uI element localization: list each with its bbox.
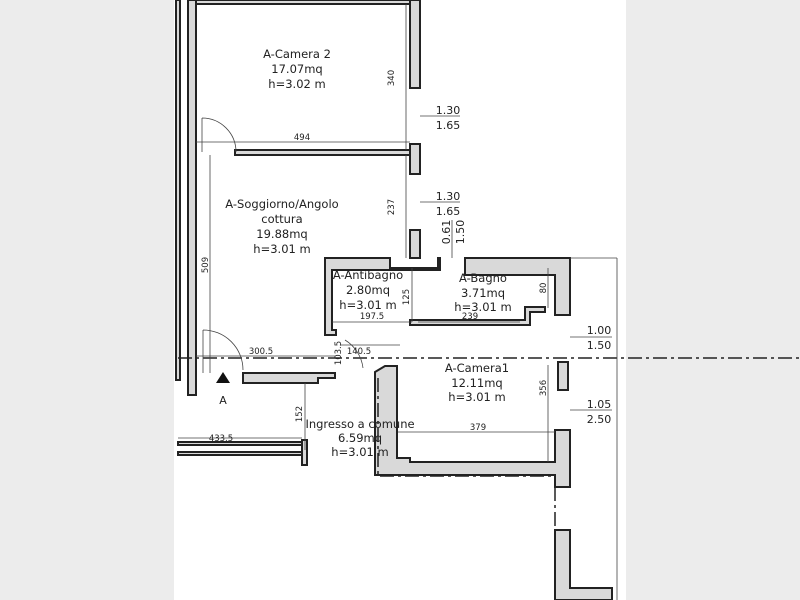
dim-356: 356: [539, 380, 549, 396]
room-name-line2: cottura: [261, 212, 302, 226]
dim-300-5: 300.5: [249, 347, 273, 357]
right-margin: [626, 0, 800, 600]
room-height: h=3.01 m: [331, 445, 388, 459]
dim-197-5: 197.5: [360, 312, 384, 322]
dim-494: 494: [294, 133, 310, 143]
room-height: h=3.01 m: [448, 390, 505, 404]
window-label: 1.30 1.65: [436, 104, 461, 132]
svg-text:1.50: 1.50: [454, 220, 467, 245]
dim-152: 152: [295, 406, 305, 422]
room-area: 17.07mq: [271, 62, 322, 76]
dim-379: 379: [470, 423, 486, 433]
dim-237: 237: [387, 199, 397, 215]
dim-80: 80: [539, 283, 549, 294]
svg-text:1.65: 1.65: [436, 205, 461, 218]
door-arc: [201, 117, 237, 153]
room-name: A-Bagno: [459, 271, 507, 285]
room-height: h=3.02 m: [268, 77, 325, 91]
svg-text:0.61: 0.61: [440, 220, 453, 245]
left-margin: [0, 0, 174, 600]
svg-text:2.50: 2.50: [587, 413, 612, 426]
window-label: 0.61 1.50: [440, 220, 467, 245]
dim-239: 239: [462, 312, 478, 322]
room-ingresso: Ingresso a comune 6.59mq h=3.01 m: [305, 417, 414, 459]
svg-text:1.65: 1.65: [436, 119, 461, 132]
room-bagno: A-Bagno 3.71mq h=3.01 m: [454, 271, 511, 314]
dim-340: 340: [387, 70, 397, 86]
room-name: A-Camera1: [445, 361, 509, 375]
room-name: A-Camera 2: [263, 47, 331, 61]
room-antibagno: A-Antibagno 2.80mq h=3.01 m: [333, 268, 403, 312]
window-label: 1.30 1.65: [436, 190, 461, 218]
boundary-line: [377, 378, 556, 600]
room-camera1: A-Camera1 12.11mq h=3.01 m: [445, 361, 509, 404]
svg-text:1.05: 1.05: [587, 398, 612, 411]
room-name: A-Soggiorno/Angolo: [225, 197, 338, 211]
dimension-labels: 340 494 237 509 125 197.5 239 80 300.5 1…: [201, 70, 549, 444]
walls: [175, 0, 613, 600]
svg-text:1.00: 1.00: [587, 324, 612, 337]
door-arc: [344, 339, 364, 369]
room-name: Ingresso a comune: [305, 417, 414, 431]
room-height: h=3.01 m: [253, 242, 310, 256]
window-label: 1.05 2.50: [587, 398, 612, 426]
room-soggiorno: A-Soggiorno/Angolo cottura 19.88mq h=3.0…: [225, 197, 338, 256]
room-camera2: A-Camera 2 17.07mq h=3.02 m: [263, 47, 331, 91]
section-arrow-icon: [216, 372, 230, 383]
room-area: 19.88mq: [256, 227, 307, 241]
dim-103-5: 103.5: [334, 341, 344, 365]
svg-text:1.50: 1.50: [587, 339, 612, 352]
room-area: 2.80mq: [346, 283, 390, 297]
room-area: 12.11mq: [451, 376, 502, 390]
dim-125: 125: [402, 289, 412, 305]
section-marker-label: A: [219, 394, 227, 407]
room-name: A-Antibagno: [333, 268, 403, 282]
room-height: h=3.01 m: [454, 300, 511, 314]
svg-text:1.30: 1.30: [436, 104, 461, 117]
svg-text:1.30: 1.30: [436, 190, 461, 203]
room-area: 6.59mq: [338, 431, 382, 445]
room-height: h=3.01 m: [339, 298, 396, 312]
dim-433-5: 433.5: [209, 434, 233, 444]
window-label: 1.00 1.50: [587, 324, 612, 352]
room-area: 3.71mq: [461, 286, 505, 300]
dim-140-5: 140.5: [347, 347, 371, 357]
dimension-lines: [178, 4, 618, 600]
dim-509: 509: [201, 257, 211, 273]
section-marker: A: [216, 372, 230, 407]
